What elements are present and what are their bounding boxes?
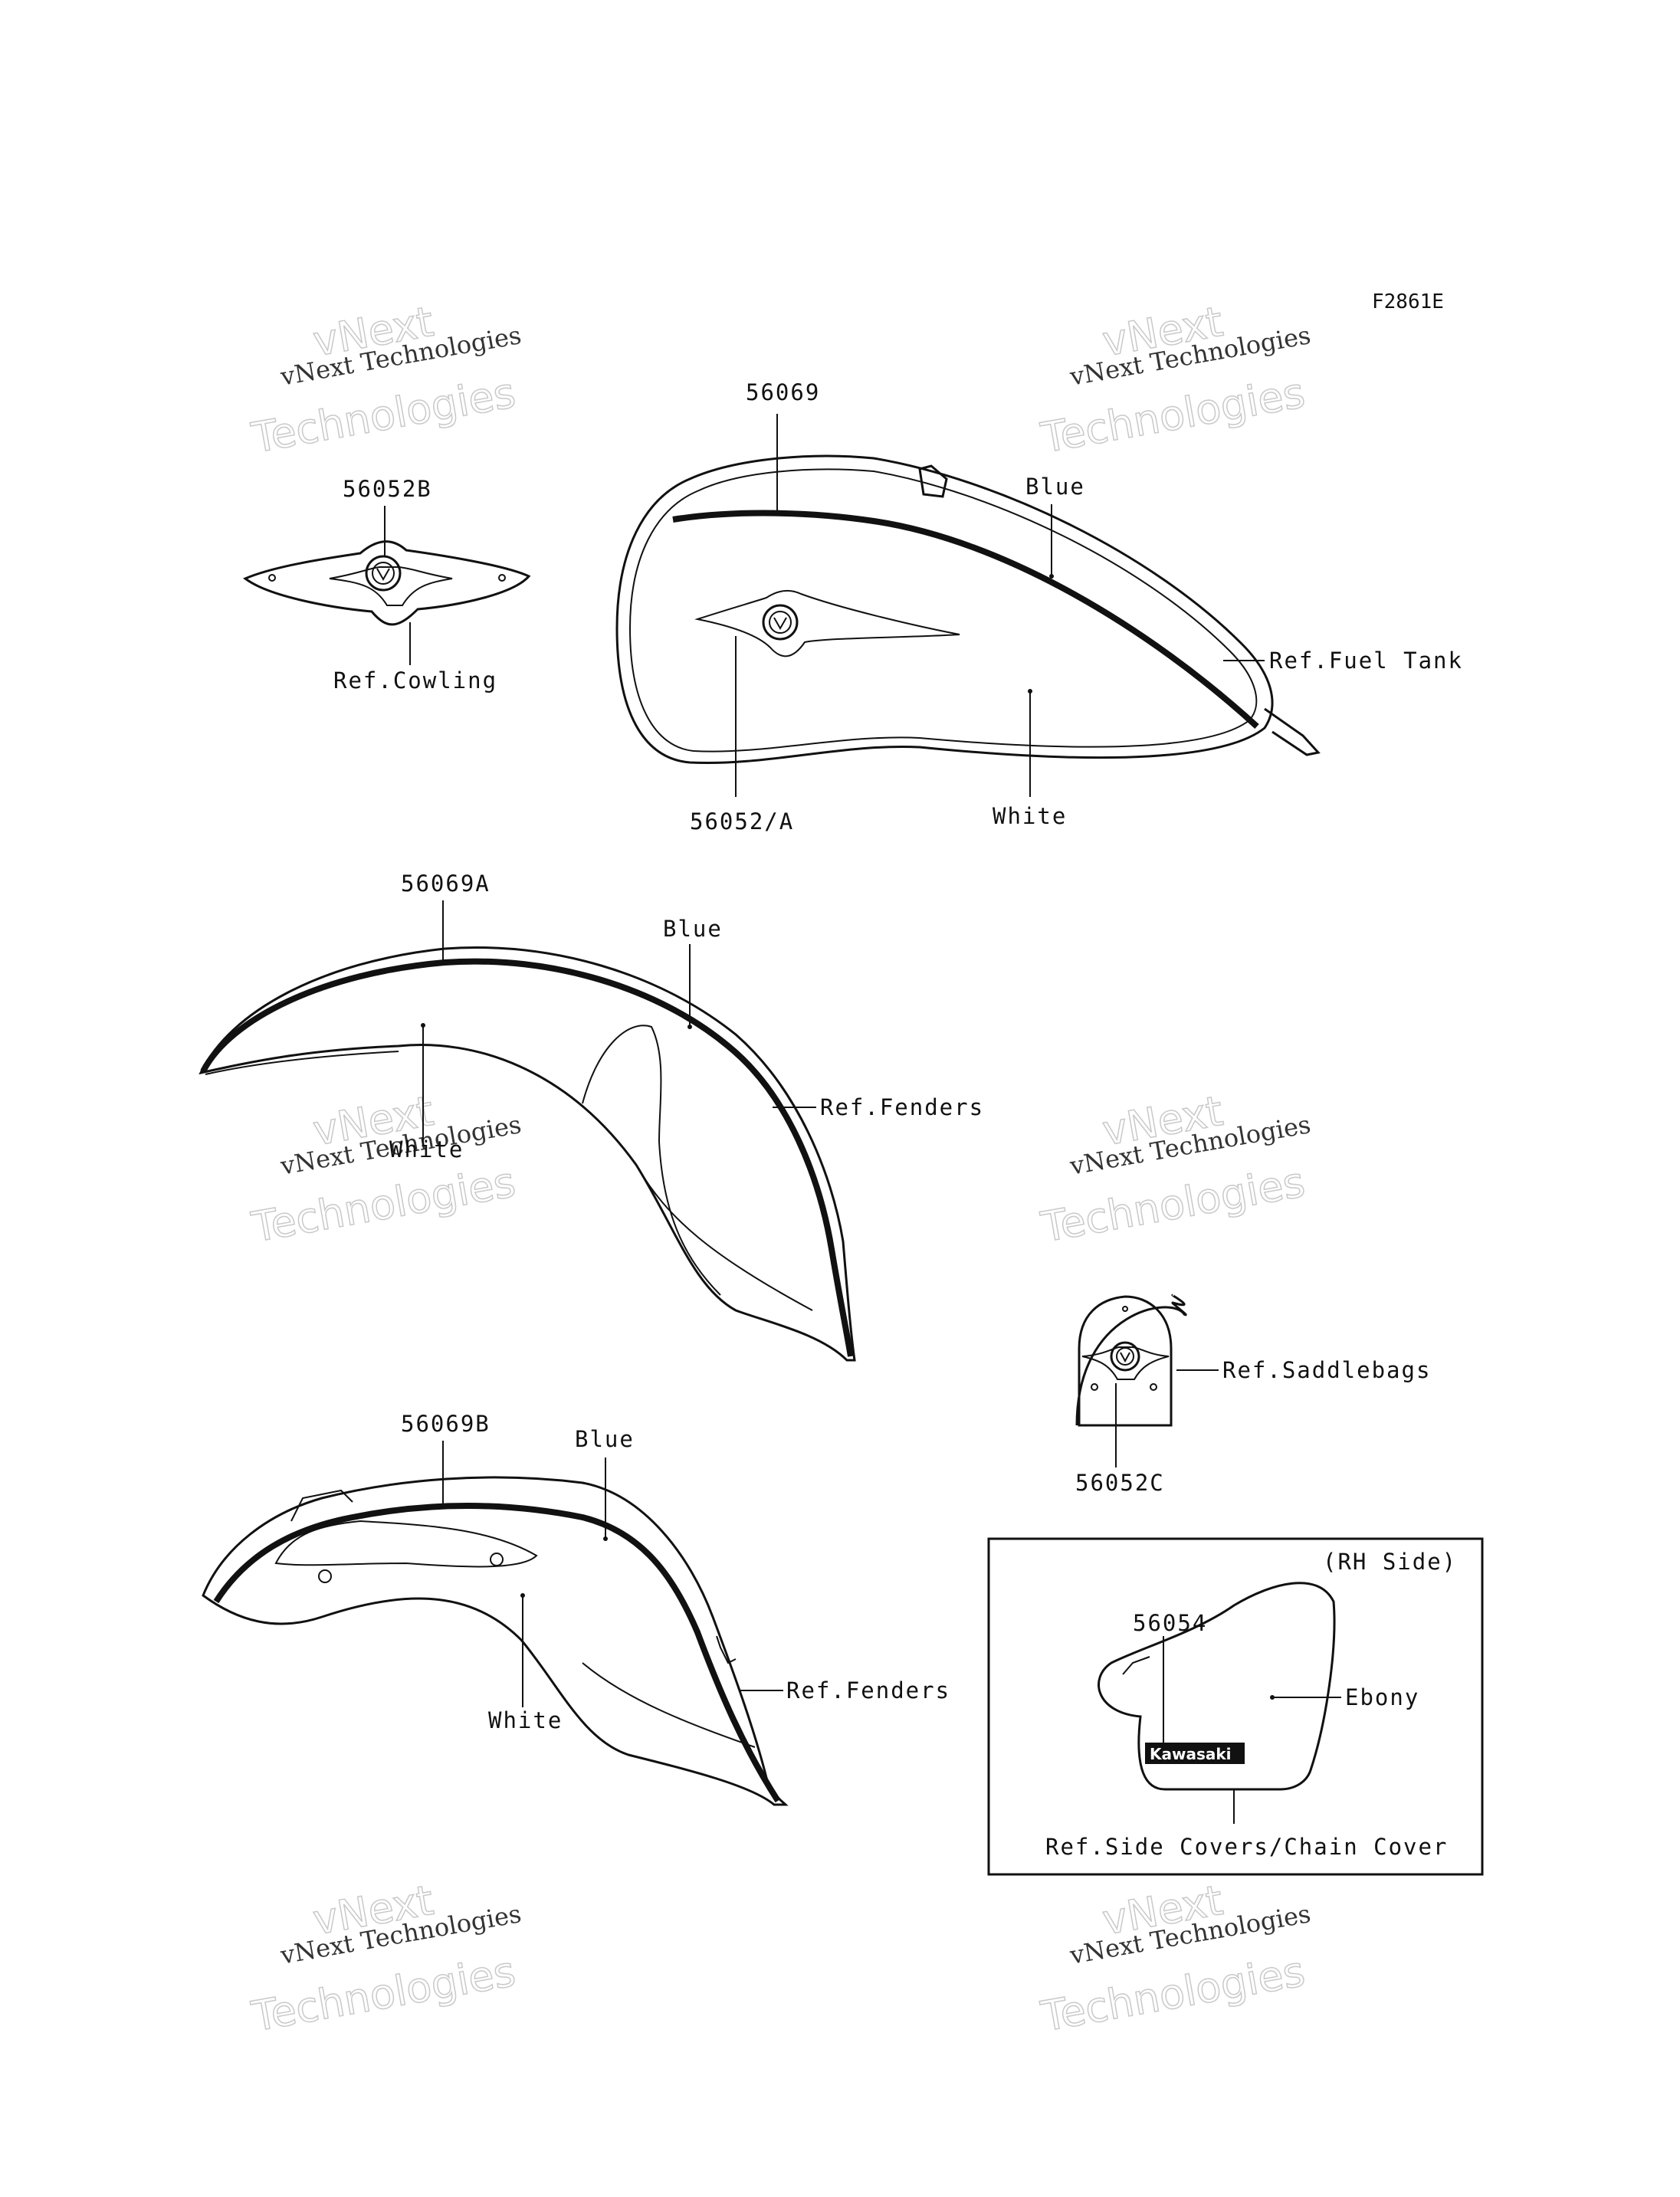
label-ref-fuel-tank: Ref.Fuel Tank <box>1269 648 1463 674</box>
watermark-top-right: vNext vNext Technologies Technologies <box>1037 297 1313 463</box>
label-56069A: 56069A <box>401 871 491 897</box>
label-56069B: 56069B <box>401 1411 491 1437</box>
side-cover: Kawasaki <box>1098 1582 1336 1791</box>
kawasaki-badge: Kawasaki <box>1150 1745 1232 1763</box>
figure-code: F2861E <box>1372 290 1444 313</box>
label-ref-rear-fenders: Ref.Fenders <box>786 1677 950 1703</box>
label-fuel-tank-blue: Blue <box>1025 474 1085 500</box>
label-56054: 56054 <box>1133 1610 1207 1636</box>
saddlebag-emblem <box>1075 1294 1187 1427</box>
label-front-fender-white: White <box>389 1136 464 1162</box>
rh-side-panel <box>987 1537 1484 1876</box>
front-fender <box>199 946 856 1362</box>
rear-fender <box>202 1476 789 1806</box>
watermark-mid-left: vNext vNext Technologies Technologies <box>248 1086 523 1252</box>
label-56052C: 56052C <box>1075 1470 1165 1496</box>
label-ref-side-covers: Ref.Side Covers/Chain Cover <box>1045 1834 1448 1860</box>
label-fuel-tank-white: White <box>993 803 1067 829</box>
label-ref-cowling: Ref.Cowling <box>333 667 497 694</box>
label-56052B: 56052B <box>343 476 432 502</box>
watermark-bottom-right: vNext vNext Technologies Technologies <box>1037 1875 1313 2041</box>
label-side-cover-ebony: Ebony <box>1345 1684 1419 1710</box>
watermark-top-left: vNext vNext Technologies Technologies <box>248 297 523 463</box>
label-ref-front-fenders: Ref.Fenders <box>820 1094 984 1120</box>
cowling-emblem <box>243 540 531 626</box>
watermark-bottom-left: vNext vNext Technologies Technologies <box>248 1875 523 2041</box>
panel-title-rh-side: (RH Side) <box>1323 1549 1457 1575</box>
label-ref-saddlebags: Ref.Saddlebags <box>1222 1357 1431 1383</box>
label-56069: 56069 <box>746 379 820 405</box>
label-rear-fender-blue: Blue <box>575 1426 635 1452</box>
label-56052-A: 56052/A <box>690 808 794 835</box>
label-front-fender-blue: Blue <box>663 916 723 942</box>
watermark-mid-right: vNext vNext Technologies Technologies <box>1037 1086 1313 1252</box>
label-rear-fender-white: White <box>488 1707 563 1733</box>
fuel-tank <box>615 454 1321 765</box>
